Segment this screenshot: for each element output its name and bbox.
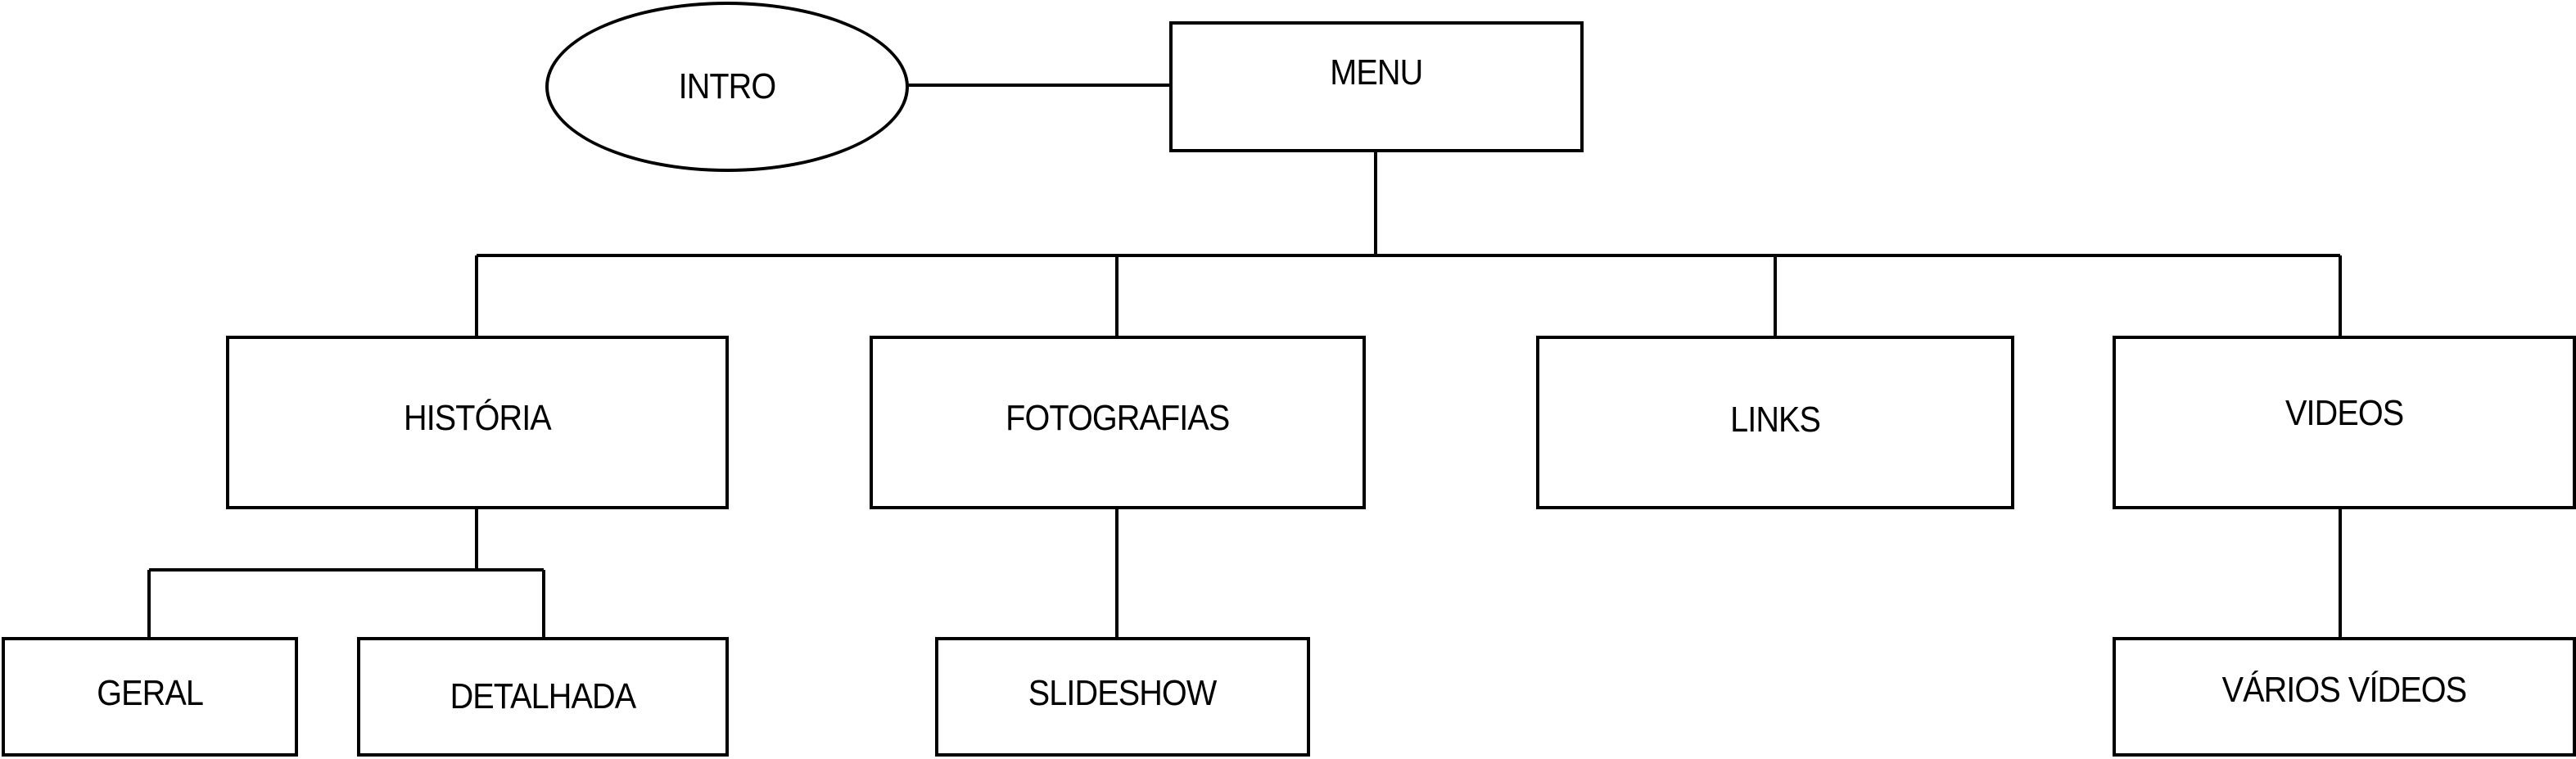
node-varios-videos-label: VÁRIOS VÍDEOS — [2221, 670, 2467, 710]
node-links-label: LINKS — [1730, 400, 1821, 440]
node-detalhada-label: DETALHADA — [450, 676, 637, 716]
node-geral: GERAL — [2, 637, 298, 757]
node-menu: MENU — [1169, 21, 1584, 152]
node-fotografias-label: FOTOGRAFIAS — [1006, 398, 1230, 438]
node-intro-label: INTRO — [678, 66, 777, 106]
node-videos: VIDEOS — [2113, 336, 2576, 509]
node-geral-label: GERAL — [97, 673, 204, 713]
node-slideshow-label: SLIDESHOW — [1028, 673, 1217, 713]
node-intro: INTRO — [545, 2, 909, 172]
node-videos-label: VIDEOS — [2285, 393, 2404, 433]
node-detalhada: DETALHADA — [357, 637, 729, 757]
node-slideshow: SLIDESHOW — [935, 637, 1310, 757]
node-historia-label: HISTÓRIA — [404, 398, 552, 438]
node-menu-label: MENU — [1330, 52, 1423, 93]
node-historia: HISTÓRIA — [226, 336, 729, 509]
node-links: LINKS — [1536, 336, 2014, 509]
node-fotografias: FOTOGRAFIAS — [870, 336, 1366, 509]
node-varios-videos: VÁRIOS VÍDEOS — [2113, 637, 2576, 757]
